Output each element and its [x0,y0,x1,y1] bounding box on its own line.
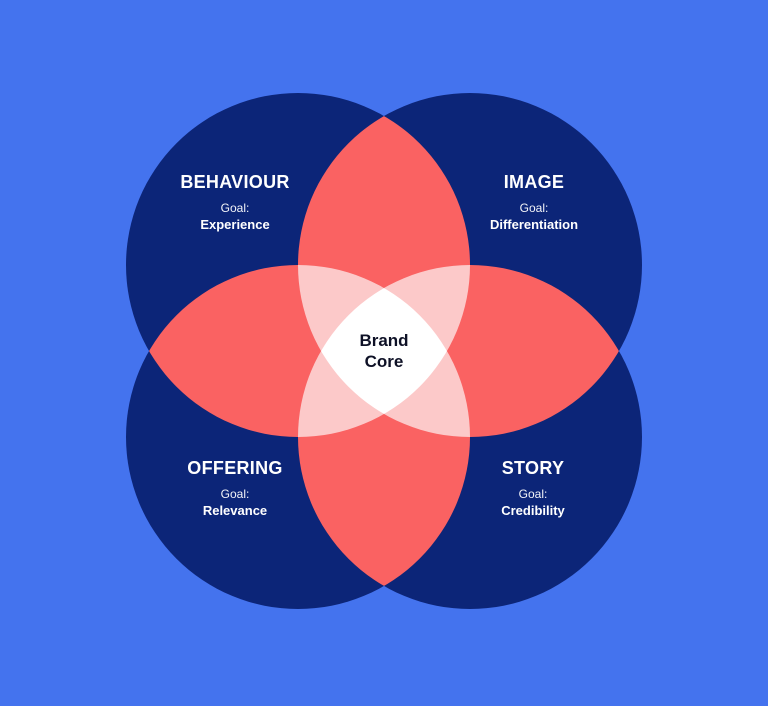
goal-value: Differentiation [489,217,579,232]
goal-label: Goal: [518,487,548,501]
segment-story: STORY Goal: Credibility [501,457,565,519]
goal-label: Goal: [220,487,250,501]
goal-label: Goal: [220,201,250,215]
brand-core-area [298,265,470,437]
segment-title: BEHAVIOUR [180,172,290,192]
core-line-1: Brand [359,331,409,350]
segment-offering: OFFERING Goal: Relevance [187,457,282,519]
segment-image: IMAGE Goal: Differentiation [490,171,578,233]
segment-title: IMAGE [503,172,565,192]
goal-value: Credibility [501,503,565,518]
goal-value: Relevance [202,503,268,518]
goal-label: Goal: [519,201,549,215]
segment-title: STORY [501,458,565,478]
goal-value: Experience [200,217,270,232]
brand-core-label: Brand Core [359,330,408,372]
segment-behaviour: BEHAVIOUR Goal: Experience [180,171,289,233]
segment-title: OFFERING [187,458,283,478]
core-line-2: Core [364,352,404,371]
